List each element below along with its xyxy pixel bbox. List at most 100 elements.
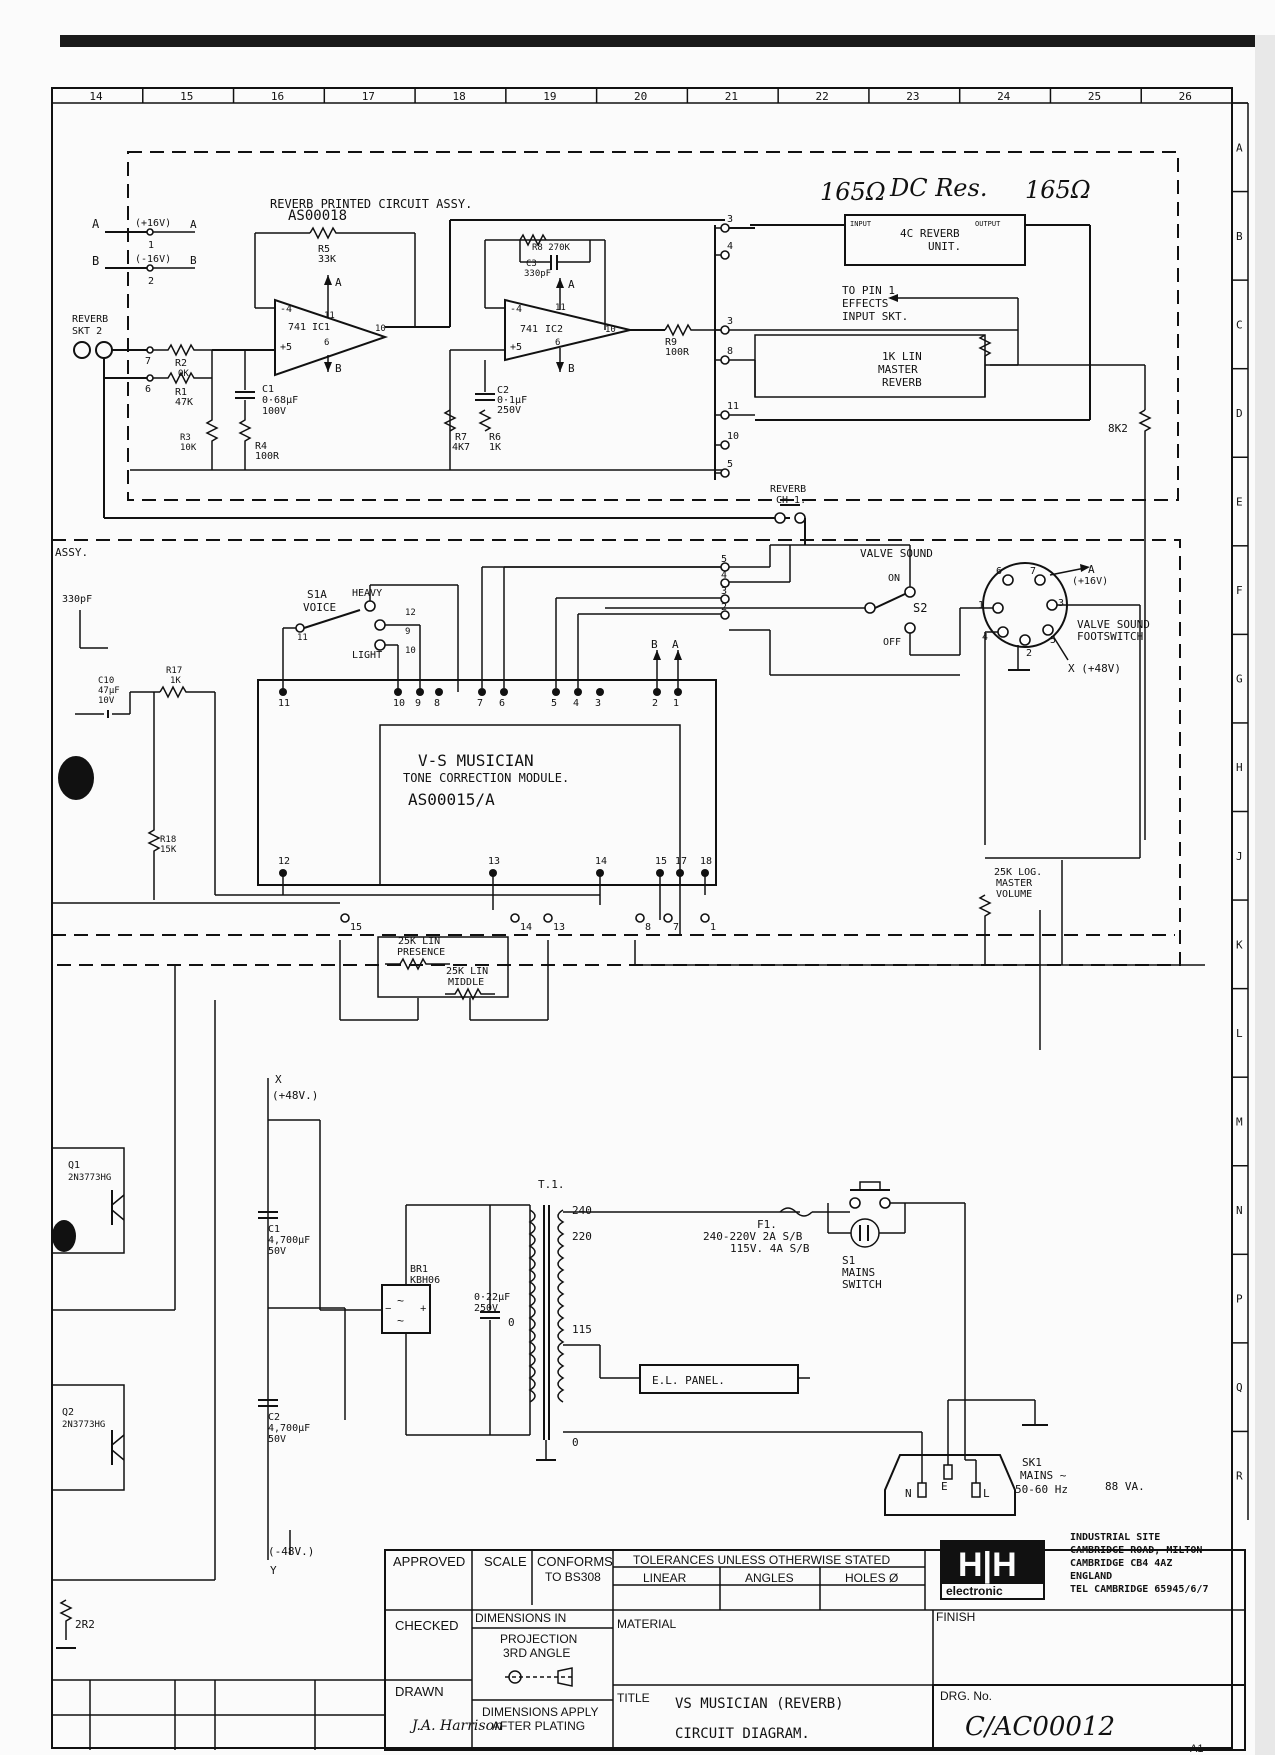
row-label: C [1236, 318, 1243, 331]
br-minus: − [385, 1303, 391, 1315]
s1a-p10: 10 [405, 646, 416, 656]
pot-row-pin [663, 913, 673, 923]
pot-row-pin [700, 913, 710, 923]
master-reverb-l3: REVERB [882, 376, 922, 389]
reverb-pcb-code: AS00018 [288, 208, 347, 224]
pot-row-pin-label: 7 [673, 922, 679, 933]
row-label: M [1236, 1115, 1243, 1128]
row-label: E [1236, 496, 1243, 509]
tb-projection2: 3RD ANGLE [503, 1646, 570, 1660]
reverb-pcb-title: REVERB PRINTED CIRCUIT ASSY. [270, 197, 472, 211]
col-label: 20 [634, 90, 647, 103]
assy-label: ASSY. [55, 546, 88, 559]
row-label: J [1236, 850, 1243, 863]
br1-label: BR1 [410, 1264, 428, 1275]
col-label: 16 [271, 90, 284, 103]
r18-label: R18 [160, 835, 176, 845]
q2-label: Q2 [62, 1407, 74, 1418]
tb-dimapply1: DIMENSIONS APPLY [482, 1705, 598, 1719]
connector-pin [720, 440, 730, 450]
row-label: P [1236, 1293, 1243, 1306]
pot-row-pin-label: 8 [645, 922, 651, 933]
c2-volt: 250V [497, 405, 521, 416]
col-label: 18 [452, 90, 465, 103]
tm-conn-pin-label: 4 [721, 570, 727, 581]
tm-top-pin [435, 688, 443, 696]
r8k2: 8K2 [1108, 365, 1152, 840]
connector-pin-label: 8 [727, 346, 733, 357]
br-ac2: ~ [397, 1314, 404, 1328]
sk-l: L [983, 1487, 990, 1500]
tm-top-pin [674, 688, 682, 696]
s1a-p11: 11 [297, 633, 308, 643]
main-board-outline [51, 539, 1181, 966]
tm-top-pin-label: 7 [477, 698, 483, 709]
r8k2-label: 8K2 [1108, 422, 1128, 435]
connector-pin [720, 325, 730, 335]
valve-sound-switch: VALVE SOUND ON OFF S2 [605, 544, 960, 656]
r9-label: R9 [665, 337, 677, 348]
c2-val: 0·1µF [497, 395, 527, 406]
tb-drg-label: DRG. No. [940, 1689, 992, 1703]
tm-bottom-pin-label: 14 [595, 856, 607, 867]
r3-label: R3 [180, 433, 191, 443]
reverb-socket-label: REVERB [72, 314, 108, 325]
reverb-unit: 4C REVERB UNIT. INPUT OUTPUT [750, 214, 1091, 421]
pin7-label: 7 [145, 356, 151, 367]
col-label: 17 [362, 90, 375, 103]
output-stage: Q1 2N3773HG Q2 2N3773HG 2R2 [51, 965, 216, 1649]
tap-0-primary: 0 [508, 1316, 515, 1329]
q2-type: 2N3773HG [62, 1420, 105, 1430]
din-5: 5 [1050, 635, 1056, 646]
tb-projection1: PROJECTION [500, 1632, 577, 1646]
connector-pin-label: 3 [727, 214, 733, 225]
connector-pin-label: 5 [727, 459, 733, 470]
row-label: G [1236, 673, 1243, 686]
r1-val: 47K [175, 397, 193, 408]
r7-val: 4K7 [452, 442, 470, 453]
tm-bottom-pin-label: 15 [655, 856, 667, 867]
tb-sheet: A1 [1190, 1743, 1203, 1755]
tm-top-pin-label: 9 [415, 698, 421, 709]
s1a-heavy: HEAVY [352, 588, 382, 599]
sk1-line3: 50-60 Hz [1015, 1483, 1068, 1496]
mv-l2: MASTER [996, 878, 1033, 889]
plus48-label: (+48V.) [272, 1089, 318, 1102]
sk1-label: SK1 [1022, 1456, 1042, 1469]
c1-val: 0·68µF [262, 395, 298, 406]
sk1-va: 88 VA. [1105, 1480, 1145, 1493]
tm-bottom-pin-label: 13 [488, 856, 500, 867]
ic1-p10: 10 [375, 324, 386, 334]
r4-label: R4 [255, 441, 267, 452]
c330-label: 330pF [62, 594, 92, 605]
tm-bottom-pin-label: 12 [278, 856, 290, 867]
c3-val: 330pF [524, 269, 551, 279]
addr4: ENGLAND [1070, 1571, 1112, 1582]
reverb-ch1-l2: CH 1. [776, 495, 806, 506]
pot-row-pin [635, 913, 645, 923]
pot-row-pin-label: 14 [520, 922, 532, 933]
s1a-p12: 12 [405, 608, 416, 618]
col-label: 14 [89, 90, 103, 103]
pot-row-pin-label: 13 [553, 922, 565, 933]
tm-top-pin [596, 688, 604, 696]
sk-e: E [941, 1480, 948, 1493]
tb-tolerances: TOLERANCES UNLESS OTHERWISE STATED [633, 1553, 890, 1567]
projection-symbol-icon [505, 1667, 575, 1687]
mains-socket [884, 1454, 1016, 1516]
annot-left: 165Ω [820, 178, 886, 206]
connector-pin [720, 468, 730, 478]
tm-top-pin-label: 4 [573, 698, 579, 709]
master-reverb-l1: 1K LIN [882, 350, 922, 363]
revision-grid [52, 1679, 385, 1750]
q1-type: 2N3773HG [68, 1173, 111, 1183]
middle-l1: 25K LIN [446, 966, 488, 977]
ic1-opamp [274, 298, 389, 377]
r6-label: R6 [489, 432, 501, 443]
tm-top-pin [478, 688, 486, 696]
tb-finish: FINISH [936, 1610, 975, 1624]
pc2-val: 4,700µF [268, 1423, 310, 1434]
r6-val: 1K [489, 442, 501, 453]
supply-pos-label: (+16V) [135, 218, 171, 229]
